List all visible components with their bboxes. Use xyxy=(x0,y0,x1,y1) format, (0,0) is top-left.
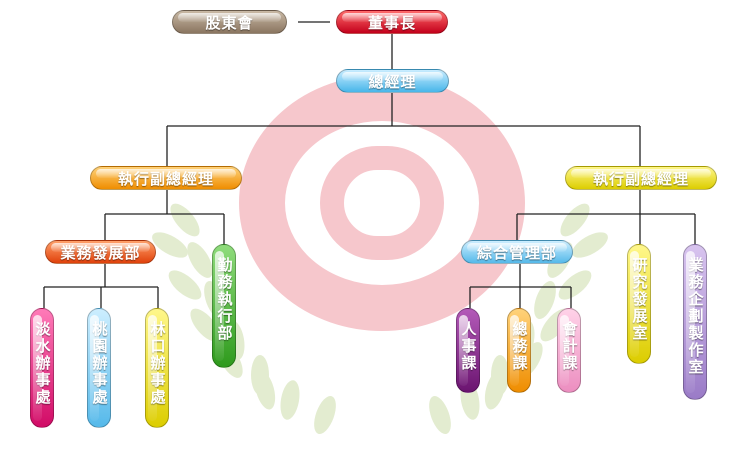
laurel-leaf xyxy=(254,370,276,410)
shareholders-box[interactable]: 股東會 xyxy=(172,10,287,34)
logo-ring xyxy=(239,75,525,331)
chairman-box[interactable]: 董事長 xyxy=(336,10,448,34)
accounting-section-box[interactable]: 會計課 xyxy=(557,308,581,393)
evp-right-box[interactable]: 執行副總經理 xyxy=(565,166,717,190)
service-dept-box[interactable]: 勤務執行部 xyxy=(212,244,236,368)
planning-office-box[interactable]: 業務企劃製作室 xyxy=(683,244,707,400)
laurel-leaf xyxy=(314,395,336,435)
business-dept-box[interactable]: 業務發展部 xyxy=(45,240,156,264)
laurel-leaf xyxy=(484,370,506,410)
linkou-office-box[interactable]: 林口辦事處 xyxy=(145,308,169,428)
research-office-box[interactable]: 研究發展室 xyxy=(627,244,651,364)
president-box[interactable]: 總經理 xyxy=(336,69,449,93)
laurel-leaf xyxy=(168,270,202,300)
laurel-leaf xyxy=(534,280,556,320)
laurel-leaf xyxy=(429,395,451,435)
evp-left-box[interactable]: 執行副總經理 xyxy=(90,166,242,190)
laurel-leaf xyxy=(187,242,213,278)
hr-section-box[interactable]: 人事課 xyxy=(456,308,480,393)
danshui-office-box[interactable]: 淡水辦事處 xyxy=(30,308,54,428)
laurel-leaf xyxy=(558,270,592,300)
laurel-leaf xyxy=(152,232,188,258)
logo-inner-ring xyxy=(320,146,444,260)
general-affairs-section-box[interactable]: 總務課 xyxy=(507,308,531,393)
laurel-leaf xyxy=(560,203,590,237)
laurel-leaf xyxy=(170,203,200,237)
admin-dept-box[interactable]: 綜合管理部 xyxy=(461,240,573,264)
taoyuan-office-box[interactable]: 桃園辦事處 xyxy=(87,308,111,428)
laurel-leaf xyxy=(572,232,608,258)
laurel-leaf xyxy=(280,380,300,420)
